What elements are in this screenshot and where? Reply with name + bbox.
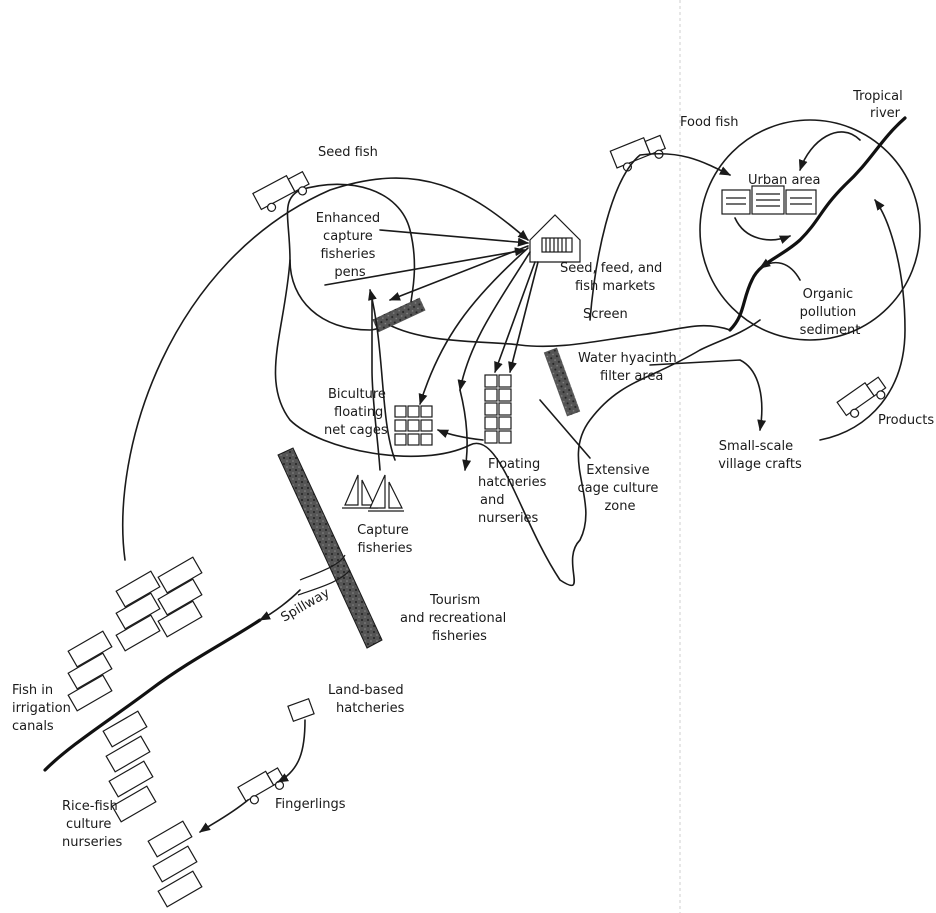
truck-icon-products [836, 376, 887, 418]
tropical-river [728, 116, 907, 332]
urban-buildings [721, 185, 817, 215]
screen-near-pen [372, 297, 426, 333]
label-small-scale: Small-scale village crafts [718, 439, 802, 472]
market-building-icon [529, 214, 581, 263]
water-hyacinth-screen [543, 347, 581, 417]
capture-fisheries-arrow [371, 294, 381, 471]
label-seed-fish: Seed fish [318, 145, 378, 160]
label-organic-pollution: Organic pollution sediment [800, 287, 861, 338]
label-floating-hatcheries: Floating hatcheries and nurseries [478, 457, 551, 526]
market-arrows [324, 229, 539, 406]
urban-inner-arrow [734, 217, 792, 244]
rice-field-grid-lower [102, 710, 203, 908]
reservoir-outline [274, 259, 761, 587]
label-enhanced-capture: Enhanced capture fisheries pens [316, 211, 384, 280]
food-fish-flow-arrow [589, 152, 732, 321]
label-tourism: Tourism and recreational fisheries [400, 593, 510, 644]
land-hatchery-to-truck [277, 719, 306, 783]
upper-channel [379, 319, 731, 348]
irrigation-canal [43, 618, 262, 772]
river-return-arrow [798, 131, 861, 172]
seed-fish-flow-arrow [122, 177, 529, 561]
label-rice-fish: Rice-fish culture nurseries [62, 799, 123, 850]
land-based-hatchery-box [287, 697, 315, 723]
label-screen: Screen [583, 307, 628, 322]
spillway-channel-2 [297, 569, 351, 596]
label-food-fish: Food fish [680, 115, 739, 130]
to-capture-arrow [459, 389, 472, 472]
products-flow-arrow [819, 199, 906, 441]
hatchery-to-cage-arrow [436, 429, 484, 441]
canal-flow-arrow [259, 589, 301, 621]
label-tropical-river: Tropical river [852, 89, 907, 121]
label-markets: Seed, feed, and fish markets [560, 261, 666, 294]
urban-area-boundary [699, 119, 921, 341]
label-products: Products [878, 413, 934, 428]
extensive-cage-pointer [539, 399, 591, 459]
to-village-crafts-arrow [649, 359, 767, 432]
spillway-channel [299, 554, 346, 581]
biculture-cages [394, 405, 433, 446]
label-biculture: Biculture floating net cages [324, 387, 390, 438]
truck-icon-seed [252, 170, 310, 212]
truck-icon-food [609, 134, 667, 172]
rice-field-grid-upper [67, 556, 203, 712]
truck-icon-fingerlings [237, 767, 285, 805]
tourism-flow-arrow [368, 288, 396, 461]
label-capture-fisheries: Capture fisheries [357, 523, 413, 556]
sailboat-icon [342, 474, 404, 512]
label-urban-area: Urban area [748, 173, 820, 188]
label-land-based: Land-based hatcheries [328, 683, 408, 716]
organic-pollution-arrow [759, 258, 801, 281]
fingerlings-to-rice-fields [199, 799, 249, 833]
label-water-hyacinth: Water hyacinth filter area [578, 351, 681, 384]
label-fish-in-irrigation: Fish in irrigation canals [12, 683, 75, 734]
label-extensive-cage: Extensive cage culture zone [577, 463, 662, 514]
label-fingerlings: Fingerlings [275, 797, 346, 812]
label-spillway: Spillway [279, 586, 333, 626]
dam-wall [277, 447, 383, 649]
floating-hatcheries-grid [484, 374, 512, 444]
